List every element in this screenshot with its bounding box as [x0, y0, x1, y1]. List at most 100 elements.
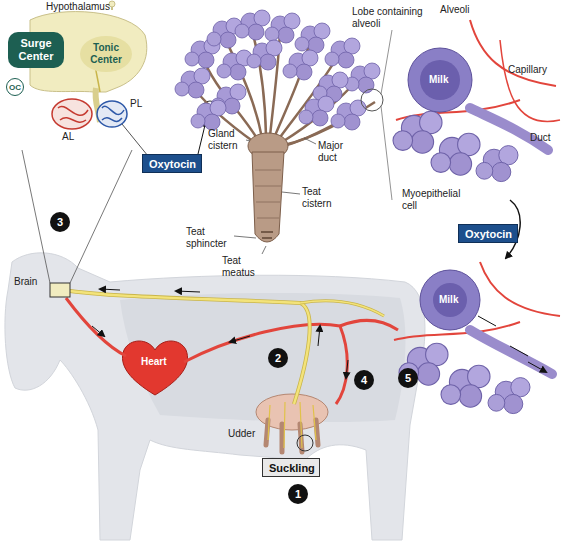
node-label: Oxytocin: [149, 158, 196, 171]
node-text-group: Oxytocin: [465, 228, 512, 241]
tonic-center-region: Tonic Center: [80, 36, 132, 72]
alveoli-before: [393, 111, 442, 153]
nerve-path: [62, 290, 384, 404]
alveoli-before: [393, 20, 560, 182]
alveoli-after: [488, 378, 530, 414]
part-label: OC: [6, 78, 24, 96]
mammary-gland: [345, 63, 380, 93]
node-label: Tonic Center: [86, 42, 126, 66]
hormone-box: Oxytocin: [458, 224, 518, 243]
part-label: Teat cistern: [302, 186, 346, 210]
part-label: Duct: [530, 132, 551, 144]
mammary-gland: [255, 170, 281, 218]
mammary-gland: [250, 24, 266, 136]
cow-silhouette: [5, 253, 425, 540]
alveoli-before: [476, 146, 518, 182]
mammary-gland: [295, 23, 330, 53]
node-text-group: Surge Center: [13, 37, 59, 63]
mammary-gland: [299, 96, 334, 126]
flow-arrow: [230, 336, 250, 342]
mammary-gland: [235, 10, 270, 40]
part-label: Alveoli: [440, 4, 469, 16]
part-label: Teat sphincter: [186, 226, 234, 250]
alveoli-after: [420, 270, 480, 330]
mammary-gland: [191, 100, 226, 130]
node-text-group: Tonic Center: [86, 42, 126, 66]
alveoli-before: [408, 48, 472, 112]
part-label: AL: [62, 131, 74, 143]
udder: [266, 420, 318, 452]
udder: [268, 402, 316, 448]
mammary-gland: [325, 38, 360, 68]
mammary-gland: [381, 30, 392, 200]
part-label: Teat meatus: [222, 255, 266, 279]
blood-vessel: [66, 298, 398, 404]
part-label: Lobe containing alveoli: [352, 6, 428, 30]
hormone-box: Oxytocin: [142, 154, 202, 173]
part-label: Milk: [439, 294, 458, 306]
cow-silhouette: [5, 253, 425, 540]
alveoli-after: [478, 316, 546, 372]
blood-vessel: [184, 324, 347, 404]
stimulus-box: Suckling: [262, 458, 320, 477]
node-label: Surge Center: [13, 37, 59, 63]
part-label: Gland cistern: [208, 128, 248, 152]
udder: [297, 435, 313, 451]
part-label: Capillary: [508, 64, 547, 76]
flow-arrow: [100, 289, 120, 290]
part-label: Brain: [14, 276, 37, 288]
alveoli-after: [394, 262, 560, 414]
node-label: Suckling: [269, 462, 315, 475]
flow-arrow: [92, 326, 104, 336]
mammary-gland: [283, 50, 318, 80]
mammary-gland: [175, 68, 210, 98]
blood-vessel: [340, 320, 398, 330]
alveoli-after: [433, 283, 467, 317]
callout-number: 4: [354, 370, 374, 390]
mammary-gland: [175, 10, 392, 254]
mammary-gland: [252, 152, 284, 242]
alveoli-before: [431, 133, 480, 175]
callout-number: 3: [50, 212, 70, 232]
mammary-gland: [331, 100, 366, 130]
nerve-path: [62, 290, 310, 404]
brain-inset-marker: [22, 150, 132, 283]
alveoli-after: [441, 365, 490, 407]
nerve-path: [300, 301, 384, 316]
callout-number: 1: [288, 484, 308, 504]
alveoli-after: [480, 262, 560, 316]
callout-number: 5: [398, 368, 418, 388]
part-label: Heart: [141, 356, 167, 368]
part-label: Milk: [429, 74, 448, 86]
udder: [256, 394, 328, 452]
mammary-gland: [261, 232, 273, 238]
alveoli-before: [470, 108, 548, 150]
nerve-path: [62, 290, 310, 404]
flow-arrow: [100, 289, 320, 346]
node-text-group: Oxytocin: [149, 158, 196, 171]
part-label: Major duct: [318, 140, 362, 164]
surge-center-box: Surge Center: [8, 32, 64, 68]
callout-number: 2: [268, 348, 288, 368]
part-label: Hypothalamus: [46, 1, 110, 13]
hypothalamus-pituitary: [97, 101, 127, 127]
hypothalamus-pituitary: [102, 106, 124, 121]
alveoli-before: [420, 60, 460, 100]
hypothalamus-pituitary: [52, 99, 92, 129]
node-text-group: Suckling: [269, 462, 315, 475]
mammary-gland: [361, 89, 383, 111]
brain-inset-marker: [50, 283, 70, 297]
part-label: Myoepithelial cell: [402, 188, 478, 212]
blood-vessel: [66, 298, 126, 356]
mammary-gland: [247, 40, 282, 70]
heart-shape: [122, 341, 187, 395]
brain-inset-marker: [22, 150, 132, 297]
node-label: Oxytocin: [465, 228, 512, 241]
oxytocin-route: [122, 124, 148, 156]
flow-arrow: [176, 291, 200, 292]
nerve-path: [300, 301, 384, 316]
hypothalamus-pituitary: [58, 106, 88, 122]
part-label: PL: [130, 98, 142, 110]
mammary-gland: [217, 50, 252, 80]
